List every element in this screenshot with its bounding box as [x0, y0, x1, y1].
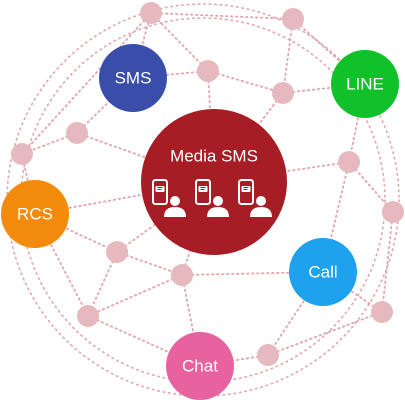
network-node: [371, 301, 393, 323]
channel-sms: SMS: [99, 44, 167, 112]
network-link: [207, 70, 284, 94]
channel-rcs: RCS: [1, 180, 69, 248]
network-node: [338, 151, 360, 173]
sms-label: SMS: [115, 69, 152, 88]
network-link: [348, 161, 394, 213]
network-link: [282, 18, 294, 94]
channel-call: Call: [289, 238, 357, 306]
network-link: [150, 12, 294, 20]
network-link: [116, 251, 183, 276]
network-node: [382, 201, 404, 223]
network-link: [199, 354, 269, 367]
center-circle: [141, 109, 287, 255]
network-node: [197, 60, 219, 82]
channel-line: LINE: [331, 50, 399, 118]
center-hub: Media SMS: [141, 109, 287, 255]
chat-label: Chat: [182, 357, 218, 376]
chat-bubble: [166, 332, 234, 400]
sms-bubble: [99, 44, 167, 112]
network-node: [66, 122, 88, 144]
network-node: [77, 305, 99, 327]
phone-message-user-icon: [195, 179, 229, 217]
line-label: LINE: [346, 75, 384, 94]
center-label: Media SMS: [170, 147, 258, 166]
network-link: [381, 211, 394, 313]
network-link: [87, 274, 183, 317]
network-link: [87, 251, 118, 317]
channel-chat: Chat: [166, 332, 234, 400]
network-link: [181, 271, 324, 276]
network-link: [282, 83, 366, 94]
call-label: Call: [308, 263, 337, 282]
network-link: [348, 83, 366, 163]
network-nodes: [11, 2, 404, 366]
call-bubble: [289, 238, 357, 306]
phone-message-user-icon: [152, 179, 186, 217]
rcs-bubble: [1, 180, 69, 248]
network-node: [106, 241, 128, 263]
phone-message-user-icon-group: [152, 179, 272, 217]
network-node: [140, 2, 162, 24]
network-node: [282, 8, 304, 30]
network-node: [11, 143, 33, 165]
network-link: [21, 12, 152, 155]
network-link: [267, 311, 383, 356]
line-bubble: [331, 50, 399, 118]
network-node: [257, 344, 279, 366]
network-node: [272, 82, 294, 104]
network-link: [150, 12, 209, 72]
rcs-label: RCS: [17, 205, 53, 224]
phone-message-user-icon: [238, 179, 272, 217]
network-node: [171, 264, 193, 286]
